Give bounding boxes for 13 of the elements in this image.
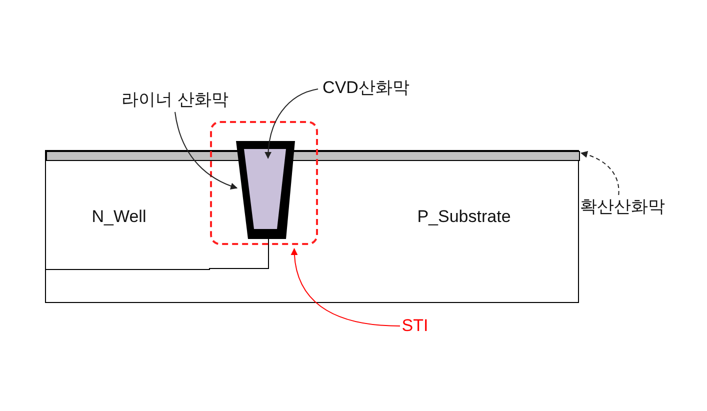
liner-layer — [236, 141, 295, 239]
region-label: P_Substrate — [417, 207, 511, 227]
callout-label: STI — [400, 314, 430, 338]
callout-label: CVD산화막 — [318, 76, 414, 100]
leader-line — [580, 151, 620, 196]
oxide-fill — [244, 149, 286, 229]
region-label: N_Well — [92, 207, 146, 227]
leader-line — [291, 248, 400, 326]
callout-label: 라이너 산화막 — [110, 88, 240, 112]
callout-label: 확산산화막 — [580, 195, 664, 219]
highlight-frame — [210, 121, 318, 245]
leader-line — [174, 112, 238, 190]
leader-line — [264, 88, 318, 159]
